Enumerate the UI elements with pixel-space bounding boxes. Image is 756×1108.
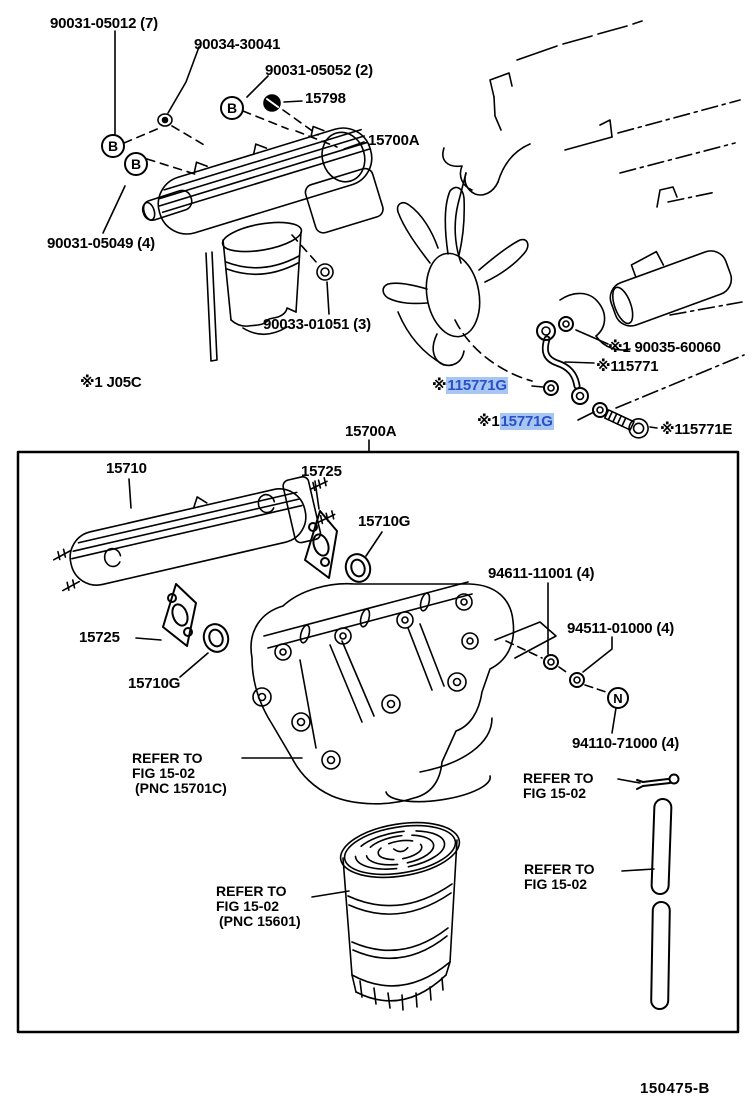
gaskets-orings-drawing — [136, 481, 382, 677]
part-label-15725-upper: 15725 — [301, 463, 342, 480]
part-label-15798: 15798 — [305, 90, 346, 107]
part-label-115771g-1[interactable]: ※115771G — [432, 377, 508, 394]
refer-note-pin: REFER TO FIG 15-02 — [523, 771, 594, 801]
refer-note-bracket-line3: (PNC 15701C) — [135, 780, 227, 796]
part-label-115771e: ※115771E — [660, 421, 733, 438]
oil-filter-drawing — [312, 815, 463, 1010]
refer-note-bracket-line1: REFER TO — [132, 750, 203, 766]
refer-note-filter-line2: FIG 15-02 — [216, 898, 280, 914]
filter-bracket-assembly-drawing — [242, 582, 556, 804]
part-label-15700a-top: 15700A — [368, 132, 420, 149]
note-label-j05c: ※1 J05C — [80, 374, 142, 391]
callout-b-1: B — [108, 138, 118, 154]
refer-note-tube-line1: REFER TO — [524, 861, 595, 877]
oil-pipe-parts-drawing — [532, 317, 657, 441]
part-label-15710: 15710 — [106, 460, 147, 477]
refer-note-filter-line1: REFER TO — [216, 883, 287, 899]
refer-note-tube-line2: FIG 15-02 — [524, 876, 588, 892]
part-label-90033-01051: 90033-01051 (3) — [263, 316, 371, 333]
parts-box-border — [18, 452, 738, 1032]
callout-n: N — [613, 691, 622, 706]
diagram-code: 150475-B — [640, 1080, 710, 1097]
part-label-15710g-lower: 15710G — [128, 675, 181, 692]
callout-b-circles: B B B — [102, 97, 243, 175]
callout-b-3: B — [227, 100, 237, 116]
part-label-90035-60060: ※1 90035-60060 — [608, 339, 721, 356]
part-label-94511-01000: 94511-01000 (4) — [567, 620, 675, 637]
part-label-15700a-box: 15700A — [345, 423, 397, 440]
part-label-115771g-1-highlight[interactable]: 115771G — [446, 377, 508, 394]
refer-note-pin-line1: REFER TO — [523, 770, 594, 786]
part-label-115771: ※115771 — [596, 358, 659, 375]
part-label-115771g-2-prefix: ※1 — [477, 413, 500, 430]
refer-note-tube: REFER TO FIG 15-02 — [524, 862, 595, 892]
pin-and-tubes-drawing — [618, 775, 679, 1010]
refer-note-filter: REFER TO FIG 15-02 (PNC 15601) — [216, 884, 301, 929]
oil-cooler-assembly-drawing — [103, 31, 390, 361]
part-label-15710g-upper: 15710G — [358, 513, 411, 530]
refer-note-bracket: REFER TO FIG 15-02 (PNC 15701C) — [132, 751, 227, 796]
part-label-94110-71000: 94110-71000 (4) — [572, 735, 680, 752]
fastener-washers-drawing: N — [506, 583, 628, 733]
part-label-90031-05012: 90031-05012 (7) — [50, 15, 158, 32]
part-label-90034-30041: 90034-30041 — [194, 36, 281, 53]
part-label-115771g-1-prefix: ※ — [432, 377, 447, 394]
part-label-90031-05052: 90031-05052 (2) — [265, 62, 373, 79]
refer-note-filter-line3: (PNC 15601) — [219, 913, 301, 929]
part-label-115771g-2[interactable]: ※115771G — [477, 413, 554, 430]
cooler-15710-drawing — [47, 468, 339, 598]
callout-b-2: B — [131, 156, 141, 172]
engine-fan-drawing — [383, 21, 744, 408]
part-label-94611-11001: 94611-11001 (4) — [488, 565, 595, 582]
refer-note-pin-line2: FIG 15-02 — [523, 785, 587, 801]
part-label-15725-lower: 15725 — [79, 629, 120, 646]
refer-note-bracket-line2: FIG 15-02 — [132, 765, 196, 781]
part-label-90031-05049: 90031-05049 (4) — [47, 235, 155, 252]
part-label-115771g-2-highlight[interactable]: 15771G — [499, 413, 554, 430]
